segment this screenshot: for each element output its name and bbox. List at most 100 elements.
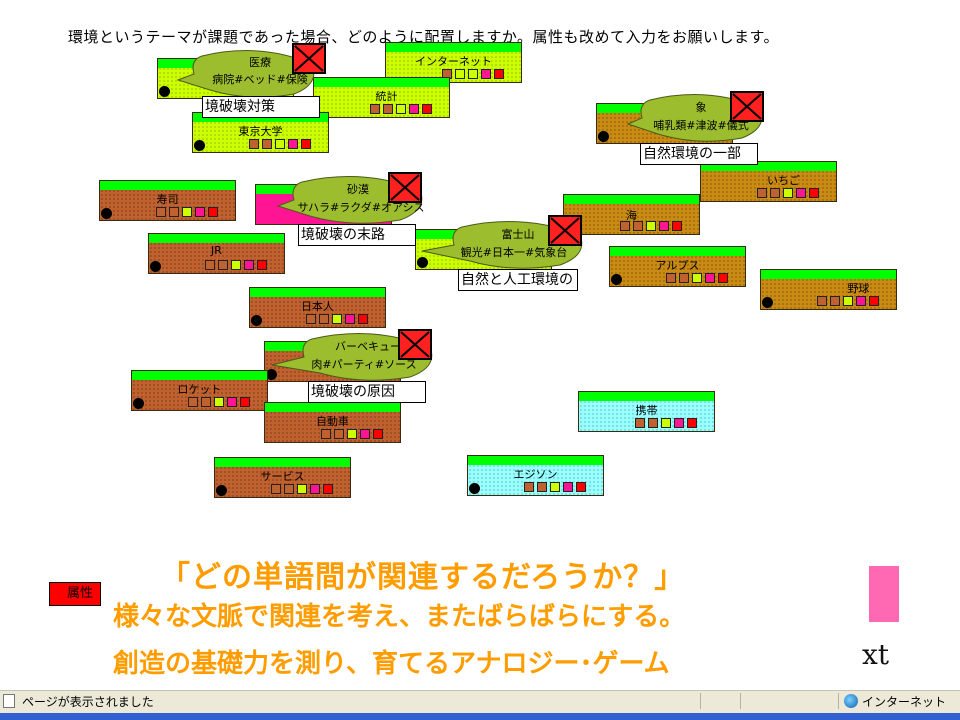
connector-dot[interactable]: [194, 140, 205, 151]
attr-square[interactable]: [195, 207, 205, 217]
card-drag-bar[interactable]: [100, 181, 235, 190]
delete-button[interactable]: [398, 329, 432, 360]
attr-square[interactable]: [633, 221, 643, 231]
attr-square[interactable]: [231, 260, 241, 270]
attr-square[interactable]: [869, 296, 879, 306]
attr-square[interactable]: [201, 397, 211, 407]
card-drag-bar[interactable]: [701, 162, 836, 171]
delete-button[interactable]: [730, 91, 764, 122]
connector-dot[interactable]: [101, 208, 112, 219]
attr-square[interactable]: [156, 207, 166, 217]
attr-square[interactable]: [648, 418, 658, 428]
attr-square[interactable]: [275, 139, 285, 149]
attr-square[interactable]: [563, 482, 573, 492]
attr-square[interactable]: [635, 418, 645, 428]
attr-square[interactable]: [843, 296, 853, 306]
delete-button[interactable]: [388, 172, 422, 203]
attr-square[interactable]: [494, 69, 504, 79]
delete-button[interactable]: [292, 43, 326, 74]
word-card-service[interactable]: サービス: [214, 457, 351, 498]
word-card-sea[interactable]: 海: [563, 194, 700, 235]
attr-square[interactable]: [646, 221, 656, 231]
attr-square[interactable]: [692, 273, 702, 283]
attr-square[interactable]: [345, 314, 355, 324]
attr-square[interactable]: [244, 260, 254, 270]
attr-square[interactable]: [620, 221, 630, 231]
attr-square[interactable]: [334, 429, 344, 439]
card-drag-bar[interactable]: [314, 78, 449, 87]
connector-dot[interactable]: [469, 483, 480, 494]
bubble-bbq[interactable]: バーベキュー 肉#パーティ#ソース 境破壊の原因: [271, 329, 438, 409]
bubble-text-input[interactable]: 自然環境の一部: [640, 143, 758, 165]
connector-dot[interactable]: [762, 297, 773, 308]
attr-square[interactable]: [383, 104, 393, 114]
word-card-internet[interactable]: インターネット: [385, 42, 522, 83]
bubble-text-input[interactable]: 自然と人工環境の: [458, 269, 578, 291]
attr-square[interactable]: [306, 314, 316, 324]
bubble-text-input[interactable]: 境破壊対策: [202, 96, 320, 118]
attr-square[interactable]: [672, 221, 682, 231]
bubble-medical[interactable]: 医療 病院#ベッド#保険 境破壊対策: [170, 43, 326, 126]
word-card-sushi[interactable]: 寿司: [99, 180, 236, 221]
attr-square[interactable]: [455, 69, 465, 79]
card-drag-bar[interactable]: [265, 403, 400, 412]
attr-square[interactable]: [301, 139, 311, 149]
attr-square[interactable]: [659, 221, 669, 231]
card-drag-bar[interactable]: [132, 371, 267, 380]
attr-square[interactable]: [661, 418, 671, 428]
attr-square[interactable]: [297, 484, 307, 494]
attr-square[interactable]: [718, 273, 728, 283]
connector-dot[interactable]: [611, 274, 622, 285]
card-drag-bar[interactable]: [468, 456, 603, 465]
connector-dot[interactable]: [598, 131, 609, 142]
attr-square[interactable]: [817, 296, 827, 306]
attr-square[interactable]: [249, 139, 259, 149]
attr-square[interactable]: [687, 418, 697, 428]
attr-square[interactable]: [576, 482, 586, 492]
bubble-elephant[interactable]: 象 哺乳類#津波#儀式 自然環境の一部: [618, 90, 768, 170]
attr-square[interactable]: [262, 139, 272, 149]
card-drag-bar[interactable]: [761, 270, 896, 279]
word-card-mobile[interactable]: 携帯: [578, 391, 715, 432]
attr-square[interactable]: [373, 429, 383, 439]
card-drag-bar[interactable]: [564, 195, 699, 204]
word-card-stats[interactable]: 統計: [313, 77, 450, 118]
attr-square[interactable]: [856, 296, 866, 306]
attr-square[interactable]: [370, 104, 380, 114]
attr-square[interactable]: [770, 188, 780, 198]
attr-square[interactable]: [319, 314, 329, 324]
attr-square[interactable]: [679, 273, 689, 283]
word-card-alps[interactable]: アルプス: [609, 246, 746, 287]
attr-square[interactable]: [705, 273, 715, 283]
word-card-strawberry[interactable]: いちご: [700, 161, 837, 202]
attr-square[interactable]: [468, 69, 478, 79]
attr-square[interactable]: [524, 482, 534, 492]
attr-square[interactable]: [182, 207, 192, 217]
card-drag-bar[interactable]: [215, 458, 350, 467]
connector-dot[interactable]: [150, 261, 161, 272]
attr-square[interactable]: [347, 429, 357, 439]
attr-square[interactable]: [358, 314, 368, 324]
connector-dot[interactable]: [133, 398, 144, 409]
word-card-rocket[interactable]: ロケット: [131, 370, 268, 411]
card-drag-bar[interactable]: [386, 43, 521, 52]
attr-square[interactable]: [218, 260, 228, 270]
attr-square[interactable]: [288, 139, 298, 149]
attr-square[interactable]: [537, 482, 547, 492]
attr-square[interactable]: [409, 104, 419, 114]
bubble-text-input[interactable]: 境破壊の原因: [308, 381, 426, 403]
connector-dot[interactable]: [417, 257, 428, 268]
word-card-edison[interactable]: エジソン: [467, 455, 604, 496]
attr-square[interactable]: [396, 104, 406, 114]
attr-square[interactable]: [271, 484, 281, 494]
attr-square[interactable]: [323, 484, 333, 494]
card-drag-bar[interactable]: [610, 247, 745, 256]
attr-square[interactable]: [666, 273, 676, 283]
attr-square[interactable]: [205, 260, 215, 270]
connector-dot[interactable]: [159, 86, 170, 97]
attr-square[interactable]: [809, 188, 819, 198]
attr-square[interactable]: [257, 260, 267, 270]
attr-square[interactable]: [550, 482, 560, 492]
attr-square[interactable]: [321, 429, 331, 439]
attr-square[interactable]: [674, 418, 684, 428]
